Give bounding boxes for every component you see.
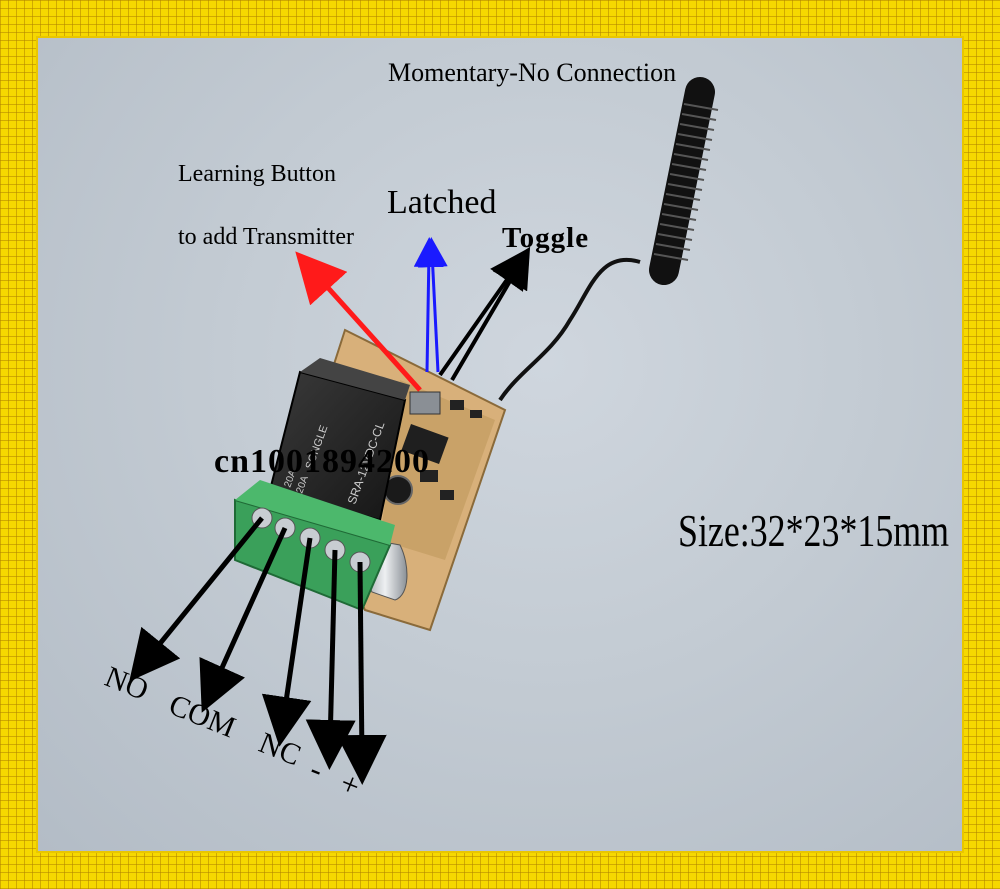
toggle-arrow-1 <box>438 247 530 377</box>
push-button <box>409 391 441 415</box>
toggle-arrow-2 <box>450 246 531 382</box>
learning-button-label: Learning Button <box>178 161 336 187</box>
antenna-coil <box>498 77 719 402</box>
latched-label: Latched <box>387 184 497 221</box>
arrow-no <box>129 516 264 682</box>
relay: SONGLE SRA-12VDC-CL 20A 20A <box>268 358 410 522</box>
momentary-label: Momentary-No Connection <box>388 58 677 87</box>
arrow-com <box>199 526 288 713</box>
arrow-nc <box>261 537 313 747</box>
terminal-block <box>234 480 395 612</box>
latched-arrow-2 <box>417 237 448 373</box>
toggle-label: Toggle <box>502 222 590 254</box>
learning-button-arrow <box>295 251 422 392</box>
size-label: Size:32*23*15mm <box>678 505 950 556</box>
arrow-minus <box>305 549 356 770</box>
receiver-module-illustration: SONGLE SRA-12VDC-CL 20A 20A <box>129 77 719 785</box>
arrow-plus <box>336 561 387 785</box>
add-transmitter-label: to add Transmitter <box>178 224 355 250</box>
watermark-id: cn1001894200 <box>214 443 430 480</box>
product-photo: SONGLE SRA-12VDC-CL 20A 20A <box>36 36 964 853</box>
latched-arrow-1 <box>413 237 444 373</box>
annotation-arrows <box>129 237 531 785</box>
